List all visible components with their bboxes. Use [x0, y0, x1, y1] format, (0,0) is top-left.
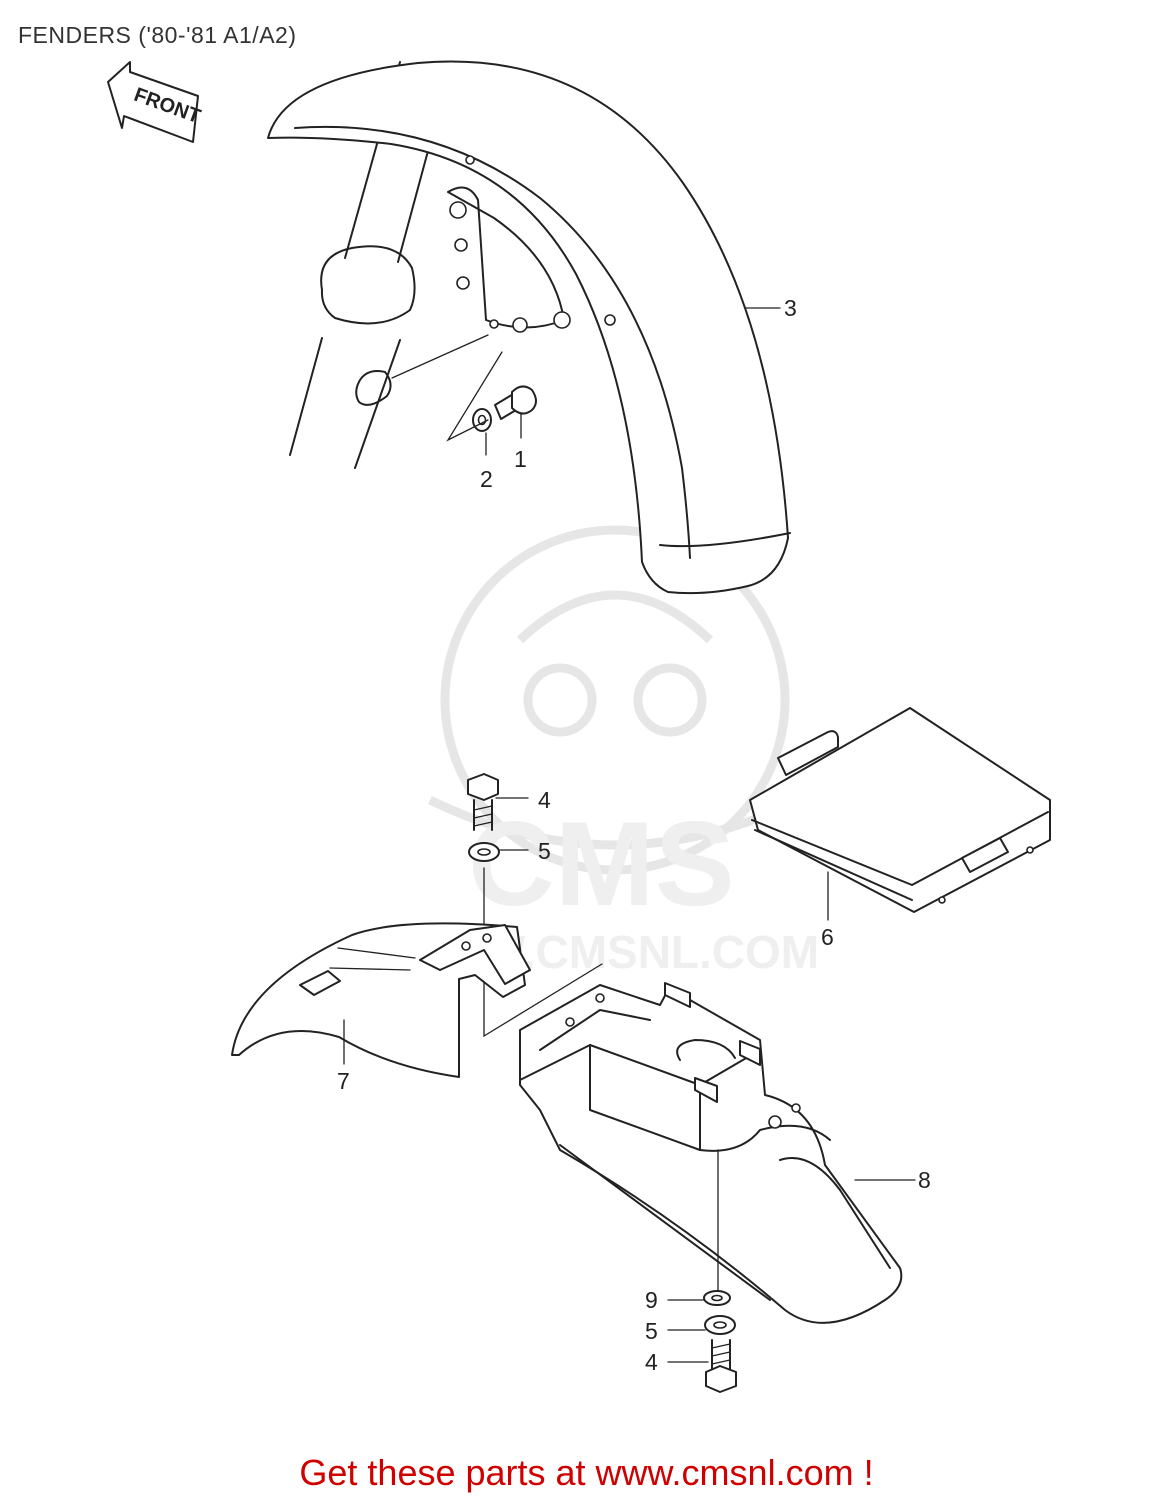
- callout-part-6: 6: [821, 924, 834, 950]
- upper-washer-part-5: [468, 842, 500, 862]
- bottom-washer-part-5: [667, 1315, 736, 1335]
- callout-part-1: 1: [514, 446, 527, 472]
- watermark-brand: CMS: [468, 797, 735, 931]
- watermark-logo: CMS WWW.CMSNL.COM: [395, 525, 819, 978]
- bottom-washer-part-9: [667, 1290, 731, 1306]
- callout-part-5-upper: 5: [538, 838, 551, 864]
- callout-part-3: 3: [784, 295, 797, 321]
- rear-flap-part-7: [231, 922, 531, 1078]
- callout-part-5-lower: 5: [645, 1318, 658, 1344]
- washer-part-2: [472, 408, 492, 456]
- callout-part-2: 2: [480, 466, 493, 492]
- front-fork-leg: [289, 61, 489, 469]
- tool-case-part-6: [749, 707, 1051, 921]
- bolt-part-1: [494, 385, 537, 439]
- callout-part-8: 8: [918, 1167, 931, 1193]
- front-fender-leader-lines: [446, 351, 503, 442]
- front-direction-arrow-icon: FRONT: [107, 61, 203, 143]
- callout-part-4-upper: 4: [538, 787, 551, 813]
- callout-part-4-lower: 4: [645, 1349, 658, 1375]
- callout-part-9: 9: [645, 1287, 658, 1313]
- callout-part-7: 7: [337, 1068, 350, 1094]
- diagram-title: FENDERS ('80-'81 A1/A2): [18, 22, 297, 48]
- upper-bolt-part-4: [467, 773, 499, 831]
- rear-fender-part-8: [519, 982, 916, 1324]
- footer-parts-link[interactable]: Get these parts at www.cmsnl.com !: [299, 1452, 874, 1493]
- bottom-bolt-part-4: [667, 1339, 737, 1393]
- front-fender-part-3: [267, 60, 791, 595]
